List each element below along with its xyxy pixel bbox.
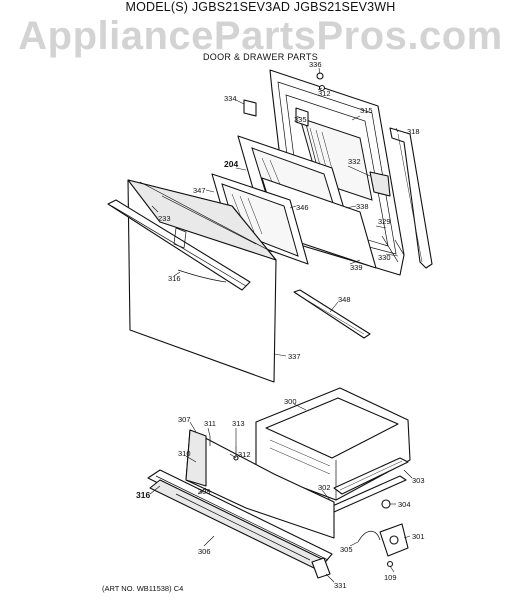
callout-310: 310 [178, 449, 191, 458]
model-line: MODEL(S) JGBS21SEV3AD JGBS21SEV3WH [125, 0, 396, 14]
callout-204: 204 [224, 159, 238, 169]
part-gasket-318[interactable] [389, 127, 433, 269]
art-number-note: (ART NO. WB11538) C4 [102, 584, 184, 593]
callout-346: 346 [296, 203, 309, 212]
leader-lines [149, 67, 413, 583]
callout-332: 332 [348, 157, 361, 166]
part-door-handle-316[interactable] [107, 199, 251, 291]
callout-304: 304 [398, 500, 411, 509]
callout-301: 301 [412, 532, 425, 541]
callout-300: 300 [284, 397, 297, 406]
callout-313: 313 [232, 419, 245, 428]
callout-338: 338 [356, 202, 369, 211]
callout-336: 336 [309, 60, 322, 69]
watermark: AppliancePartsPros.com [18, 14, 503, 58]
part-drawer-handle-306[interactable] [147, 469, 333, 569]
callout-309: 309 [198, 487, 211, 496]
callout-339: 339 [350, 263, 363, 272]
part-stop-304[interactable] [381, 499, 391, 509]
part-screw-109[interactable] [386, 560, 394, 568]
callout-331: 331 [334, 581, 347, 590]
callout-347: 347 [193, 186, 206, 195]
callout-312-drawer: 312 [238, 450, 251, 459]
callout-307: 307 [178, 415, 191, 424]
callout-302: 302 [318, 483, 331, 492]
callout-318: 318 [407, 127, 420, 136]
part-trim-strip-348[interactable] [293, 289, 371, 339]
callout-329: 329 [378, 217, 391, 226]
callout-315: 315 [360, 106, 373, 115]
callout-233: 233 [158, 214, 171, 223]
callout-337: 337 [288, 352, 301, 361]
callout-334: 334 [224, 94, 237, 103]
callout-335: 335 [294, 115, 307, 124]
part-roller-bracket-301[interactable] [379, 523, 409, 557]
part-wire-clip-305[interactable] [357, 530, 381, 543]
callout-316-door: 316 [168, 274, 181, 283]
part-hinge-334[interactable] [243, 99, 309, 127]
part-drawer-front-307[interactable] [185, 429, 335, 539]
part-end-cap-331[interactable] [311, 557, 331, 579]
callout-109: 109 [384, 573, 397, 582]
callout-303: 303 [412, 476, 425, 485]
callout-316-drawer: 316 [136, 490, 150, 500]
callout-348: 348 [338, 295, 351, 304]
callout-312: 312 [318, 89, 331, 98]
part-screw-336[interactable] [316, 72, 326, 92]
part-drawer-rail-303[interactable] [333, 457, 409, 495]
callout-306: 306 [198, 547, 211, 556]
callout-330: 330 [378, 253, 391, 262]
callout-305: 305 [340, 545, 353, 554]
callout-311: 311 [204, 419, 216, 428]
section-title: DOOR & DRAWER PARTS [202, 52, 319, 62]
